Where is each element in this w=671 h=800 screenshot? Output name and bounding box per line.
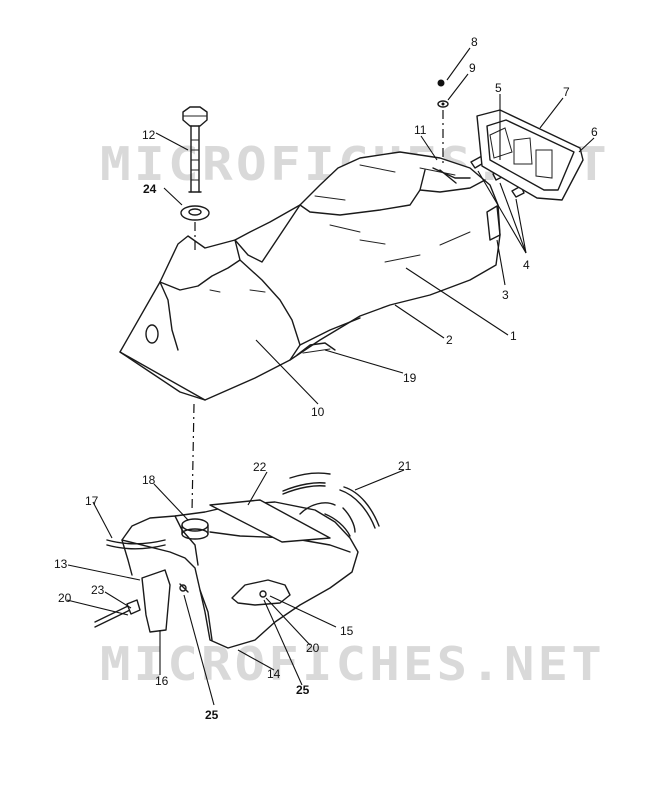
tank-straps: [282, 472, 380, 537]
tank-cover: [119, 151, 501, 401]
gasket-ring: [180, 205, 210, 221]
callout-17: 17: [85, 494, 99, 508]
bolt-and-washer: [437, 79, 449, 108]
callout-4: 4: [523, 258, 530, 272]
callout-1: 1: [510, 329, 517, 343]
callout-20a: 20: [58, 591, 72, 605]
callout-3: 3: [502, 288, 509, 302]
callout-10: 10: [311, 405, 325, 419]
callout-25b: 25: [296, 683, 310, 697]
callout-11: 11: [414, 123, 427, 137]
callout-24: 24: [143, 182, 157, 196]
callout-25a: 25: [205, 708, 219, 722]
callout-5: 5: [495, 81, 502, 95]
callout-23: 23: [91, 583, 105, 597]
callout-9: 9: [469, 61, 476, 75]
fuel-tank: [106, 501, 359, 649]
callout-16: 16: [155, 674, 169, 688]
centerline-lower: [191, 403, 195, 513]
callout-13: 13: [54, 557, 68, 571]
filler-cap: [182, 106, 208, 193]
callout-6: 6: [591, 125, 598, 139]
bracket: [432, 167, 471, 184]
callout-18: 18: [142, 473, 156, 487]
drain-fitting: [94, 599, 141, 628]
tank-pad: [209, 499, 331, 543]
callout-12: 12: [142, 128, 156, 142]
callout-19: 19: [403, 371, 417, 385]
callout-15: 15: [340, 624, 354, 638]
callout-21: 21: [398, 459, 412, 473]
callout-14: 14: [267, 667, 281, 681]
callout-20b: 20: [306, 641, 320, 655]
leader-lines: [66, 47, 595, 706]
callout-2: 2: [446, 333, 453, 347]
callout-labels: 1 2 3 4 5 6 7 8 9 10 11 12 13 14 15 16 1…: [54, 35, 598, 722]
vent-grille: [476, 109, 584, 201]
callout-8: 8: [471, 35, 478, 49]
callout-7: 7: [563, 85, 570, 99]
callout-22: 22: [253, 460, 267, 474]
watermark-bottom: MICROFICHES.NET: [100, 637, 605, 691]
